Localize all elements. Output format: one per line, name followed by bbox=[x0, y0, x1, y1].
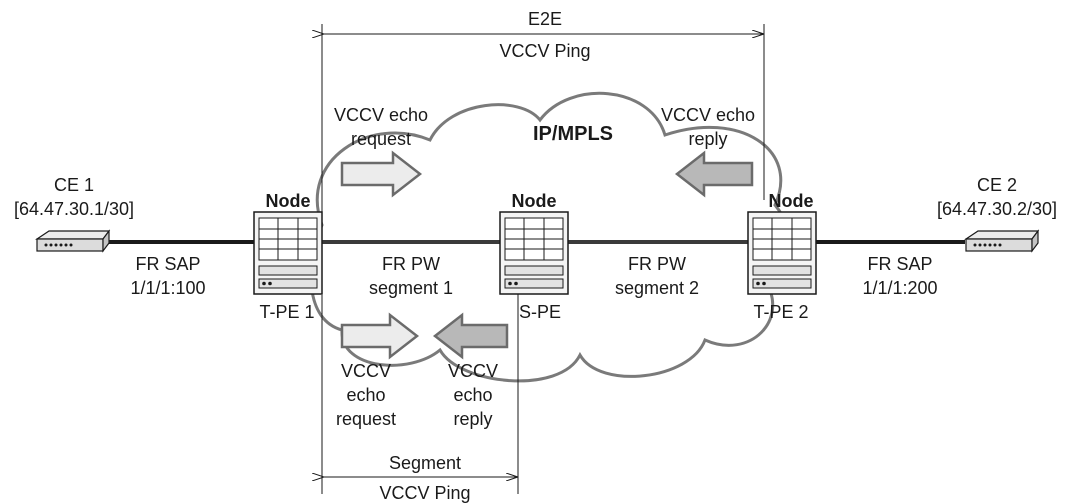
sap2-label-line2: 1/1/1:200 bbox=[862, 278, 937, 298]
echo-reply-bottom-arrow bbox=[432, 312, 509, 360]
echo-request-bottom-line3: request bbox=[336, 409, 396, 429]
e2e-vccv-ping-label: VCCV Ping bbox=[499, 41, 590, 61]
pw2-label-line2: segment 2 bbox=[615, 278, 699, 298]
echo-request-bottom-line2: echo bbox=[346, 385, 385, 405]
echo-reply-top-line2: reply bbox=[688, 129, 727, 149]
pw1-label-line2: segment 1 bbox=[369, 278, 453, 298]
tpe2-name: T-PE 2 bbox=[753, 302, 808, 322]
router-tpe2-icon bbox=[747, 211, 817, 295]
router-spe-icon bbox=[499, 211, 569, 295]
tpe1-name: T-PE 1 bbox=[259, 302, 314, 322]
ce1-address: [64.47.30.1/30] bbox=[14, 199, 134, 219]
node-tag-tpe1: Node bbox=[266, 191, 311, 211]
pw2-label-line1: FR PW bbox=[628, 254, 686, 274]
echo-reply-top-line1: VCCV echo bbox=[661, 105, 755, 125]
echo-reply-bottom-line2: echo bbox=[453, 385, 492, 405]
e2e-label: E2E bbox=[528, 9, 562, 29]
echo-reply-bottom-line3: reply bbox=[453, 409, 492, 429]
segment-label: Segment bbox=[389, 453, 461, 473]
echo-request-top-line2: request bbox=[351, 129, 411, 149]
ce1-name: CE 1 bbox=[54, 175, 94, 195]
router-tpe1-icon bbox=[253, 211, 323, 295]
echo-request-top-arrow bbox=[340, 150, 423, 198]
sap1-label-line2: 1/1/1:100 bbox=[130, 278, 205, 298]
echo-reply-top-arrow bbox=[674, 150, 754, 198]
pw1-label-line1: FR PW bbox=[382, 254, 440, 274]
echo-reply-bottom-line1: VCCV bbox=[448, 361, 498, 381]
ce1-device-icon bbox=[36, 230, 110, 252]
ce2-name: CE 2 bbox=[977, 175, 1017, 195]
node-tag-tpe2: Node bbox=[769, 191, 814, 211]
ce2-address: [64.47.30.2/30] bbox=[937, 199, 1057, 219]
echo-request-top-line1: VCCV echo bbox=[334, 105, 428, 125]
segment-vccv-ping-label: VCCV Ping bbox=[379, 483, 470, 503]
spe-name: S-PE bbox=[519, 302, 561, 322]
node-tag-spe: Node bbox=[512, 191, 557, 211]
echo-request-bottom-line1: VCCV bbox=[341, 361, 391, 381]
ce2-device-icon bbox=[965, 230, 1039, 252]
sap1-label-line1: FR SAP bbox=[135, 254, 200, 274]
cloud-label: IP/MPLS bbox=[533, 123, 613, 145]
sap2-label-line1: FR SAP bbox=[867, 254, 932, 274]
echo-request-bottom-arrow bbox=[340, 312, 420, 360]
